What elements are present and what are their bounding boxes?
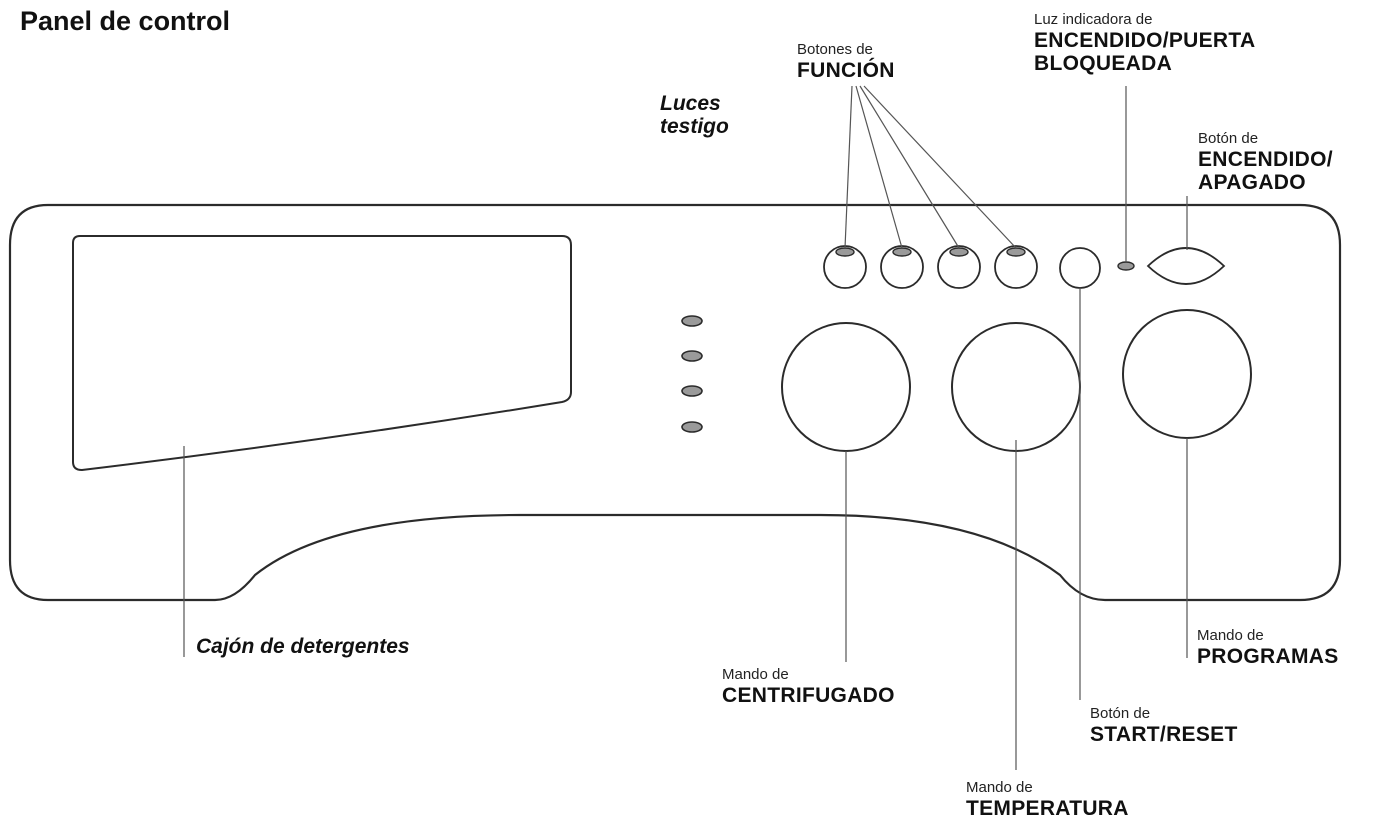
power-indicator-label: Luz indicadora de ENCENDIDO/PUERTA BLOQU…	[1034, 12, 1255, 74]
warning-light-2	[681, 350, 703, 362]
start-reset-button[interactable]	[1059, 247, 1101, 289]
spin-knob-label-small: Mando de	[722, 666, 789, 683]
warning-light-4	[681, 421, 703, 433]
function-button-4[interactable]	[994, 245, 1038, 289]
detergent-drawer-label: Cajón de detergentes	[196, 635, 410, 658]
page-title: Panel de control	[20, 6, 231, 36]
start-reset-label-big: START/RESET	[1090, 723, 1238, 746]
warning-light-3	[681, 385, 703, 397]
function-button-2[interactable]	[880, 245, 924, 289]
leader-function-4	[863, 85, 1017, 249]
power-indicator-label-small: Luz indicadora de	[1034, 11, 1153, 28]
warning-light-1	[681, 315, 703, 327]
panel-outline	[8, 203, 1342, 602]
on-off-button[interactable]	[1146, 247, 1226, 285]
temperature-knob-label-small: Mando de	[966, 779, 1033, 796]
spin-knob-label: Mando de CENTRIFUGADO	[722, 667, 895, 706]
temperature-knob-label-big: TEMPERATURA	[966, 797, 1129, 820]
function-button-3[interactable]	[937, 245, 981, 289]
leader-lines	[183, 85, 1188, 770]
spin-knob[interactable]	[781, 322, 911, 452]
function-button-1[interactable]	[823, 245, 867, 289]
on-off-label-big-2: APAGADO	[1198, 171, 1306, 194]
function-buttons	[823, 245, 1038, 289]
leader-function-3	[859, 85, 960, 249]
leader-function-2	[855, 85, 903, 249]
power-indicator-label-big-2: BLOQUEADA	[1034, 52, 1173, 75]
function-buttons-label: Botones de FUNCIÓN	[797, 42, 895, 81]
detergent-drawer[interactable]	[72, 235, 572, 472]
program-knob-label-big: PROGRAMAS	[1197, 645, 1339, 668]
on-off-label: Botón de ENCENDIDO/ APAGADO	[1198, 131, 1333, 193]
warning-lights-label-1: Luces	[660, 92, 721, 115]
program-knob-label-small: Mando de	[1197, 627, 1264, 644]
start-reset-label-small: Botón de	[1090, 705, 1151, 722]
power-door-indicator-light	[1117, 261, 1135, 271]
program-knob[interactable]	[1122, 309, 1252, 439]
on-off-label-small: Botón de	[1198, 130, 1259, 147]
start-reset-label: Botón de START/RESET	[1090, 706, 1238, 745]
warning-lights	[681, 315, 703, 433]
function-buttons-label-big: FUNCIÓN	[797, 59, 895, 82]
temperature-knob[interactable]	[951, 322, 1081, 452]
warning-lights-label-2: testigo	[660, 115, 729, 138]
power-indicator-label-big-1: ENCENDIDO/PUERTA	[1034, 29, 1256, 52]
program-knob-label: Mando de PROGRAMAS	[1197, 628, 1339, 667]
spin-knob-label-big: CENTRIFUGADO	[722, 684, 895, 707]
on-off-label-big-1: ENCENDIDO/	[1198, 148, 1333, 171]
leader-function-1	[844, 85, 853, 249]
function-buttons-label-small: Botones de	[797, 41, 873, 58]
warning-lights-label: Luces testigo	[660, 93, 729, 137]
temperature-knob-label: Mando de TEMPERATURA	[966, 780, 1129, 819]
